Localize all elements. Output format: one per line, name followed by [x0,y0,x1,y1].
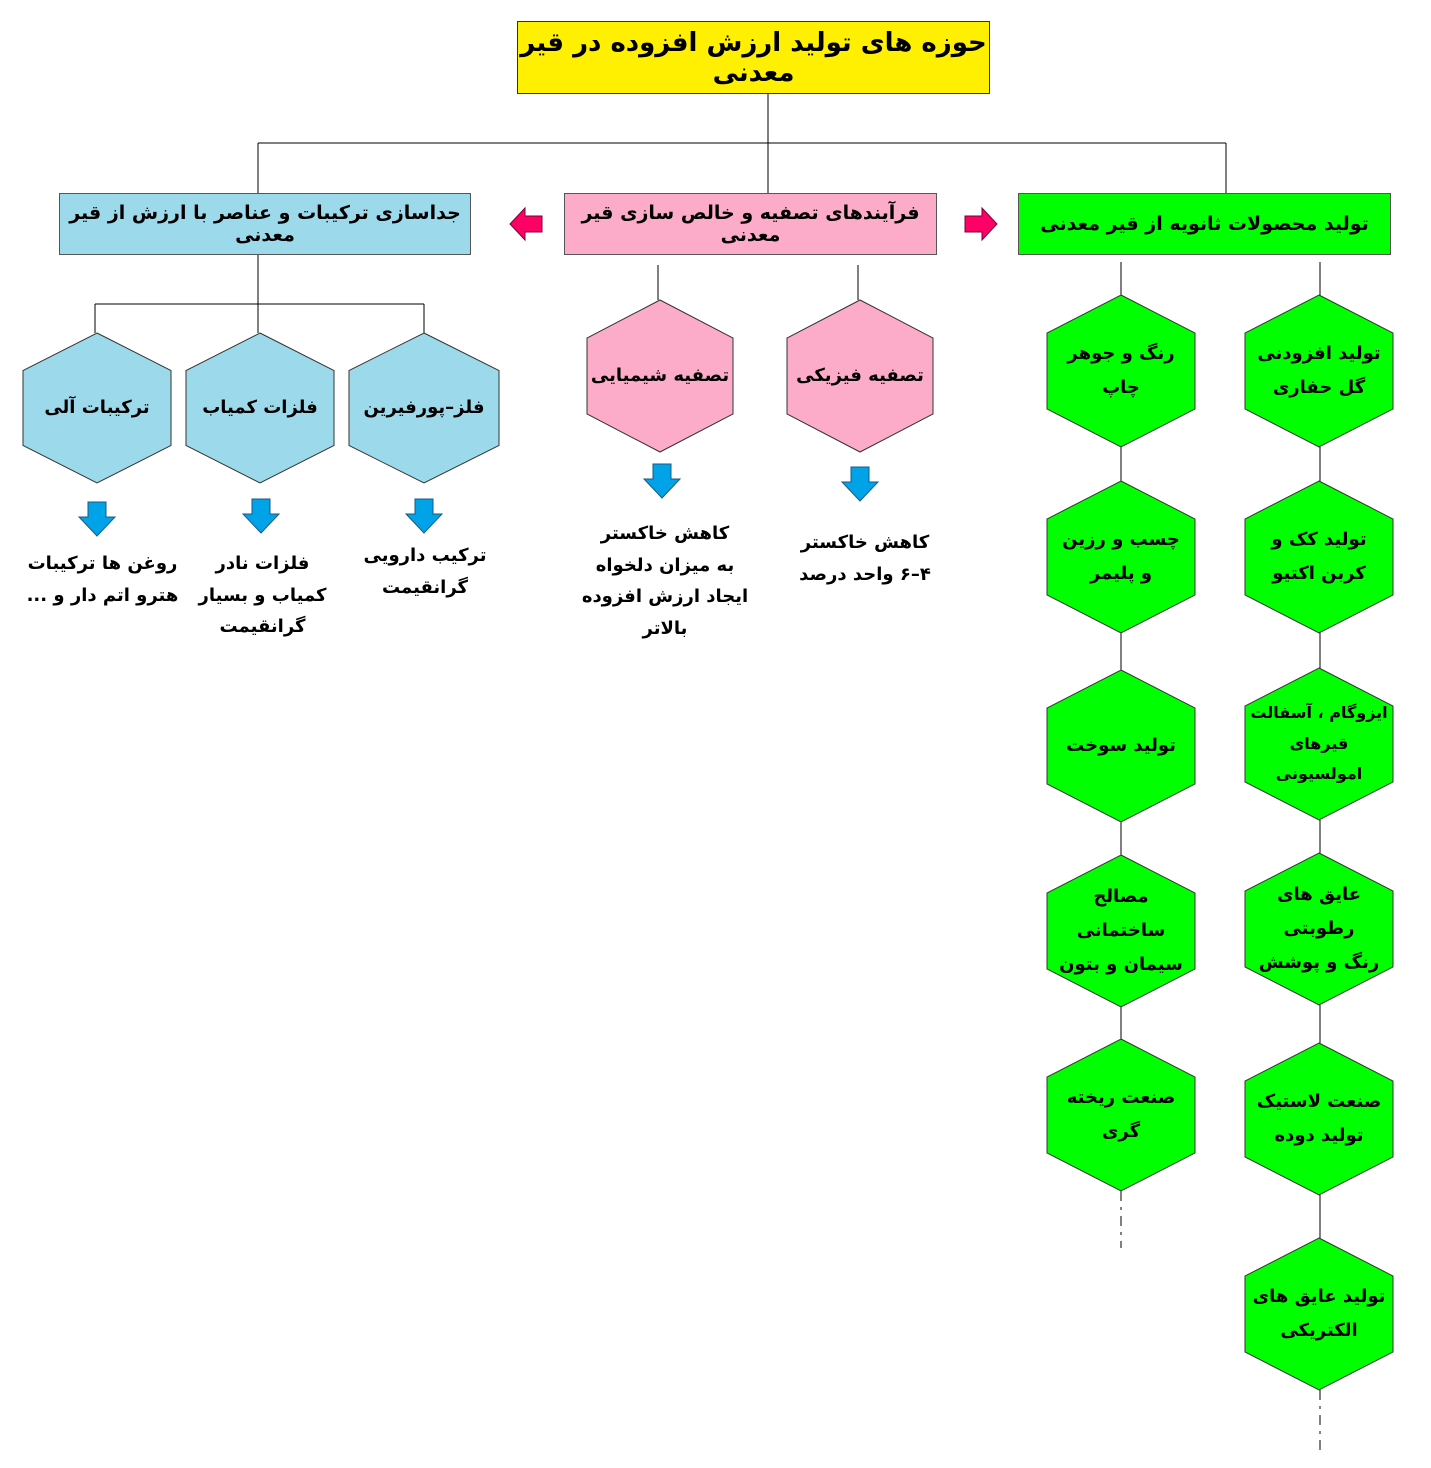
category-purification: فرآیندهای تصفیه و خالص سازی قیر معدنی [564,193,937,255]
product-printing-ink: رنگ و جوهر چاپ [1067,342,1175,398]
product-coke-activated-carbon: تولید کک و کربن اکتیو [1271,528,1367,584]
down-arrow-icon [77,501,117,537]
hexagon-product-left-2 [1046,480,1196,634]
hexagon-product-right-6 [1244,1237,1394,1391]
result-chemical-purification: کاهش خاکستر به میزان دلخواه ایجاد ارزش ا… [581,523,749,639]
diagram-title: حوزه های تولید ارزش افزوده در قیر معدنی [517,21,990,94]
hexagon-metal-porphyrin [348,332,500,484]
right-arrow-icon [964,206,998,242]
hexagon-product-right-3 [1244,667,1394,821]
product-rubber-carbon-black: صنعت لاستیک تولید دوده [1256,1090,1382,1146]
down-arrow-icon [840,466,880,502]
result-physical-purification: کاهش خاکستر ۴–۶ واحد درصد [799,532,931,585]
hexagon-rare-metals [185,332,335,484]
left-arrow-icon [509,206,543,242]
hexagon-product-left-1 [1046,294,1196,448]
hexagon-product-right-2 [1244,480,1394,634]
hex-label-metal-porphyrin: فلز–پورفیرین [363,396,485,418]
hex-label-organic-compounds: ترکیبات آلی [44,396,150,418]
hexagon-product-left-4 [1046,854,1196,1008]
down-arrow-icon [404,498,444,534]
product-electrical-insulators: تولید عایق های الکتریکی [1252,1285,1386,1341]
hex-label-chemical-purification: تصفیه شیمیایی [590,364,730,386]
result-metal-porphyrin: ترکیب دارویی گرانقیمت [363,545,487,598]
hexagon-organic-compounds [22,332,172,484]
down-arrow-icon [642,463,682,499]
hexagon-product-right-1 [1244,294,1394,448]
hex-label-physical-purification: تصفیه فیزیکی [796,364,924,386]
down-arrow-icon [241,498,281,534]
category-secondary-products: تولید محصولات ثانویه از قیر معدنی [1018,193,1391,255]
hex-label-rare-metals: فلزات کمیاب [202,396,318,418]
result-organic-compounds: روغن ها ترکیبات هترو اتم دار و ... [26,553,179,606]
product-isogam-asphalt: ایزوگام ، آسفالت قیرهای امولسیونی [1250,703,1388,784]
product-fuel: تولید سوخت [1066,734,1176,756]
product-adhesive-resin-polymer: چسب و رزین و پلیمر [1062,528,1180,584]
hexagon-product-left-5 [1046,1038,1196,1192]
hexagon-product-left-3 [1046,669,1196,823]
hexagon-product-right-5 [1244,1042,1394,1196]
product-drilling-mud-additive: تولید افزودنی گل حفاری [1257,342,1381,398]
product-building-materials: مصالح ساختمانی سیمان و بتون [1059,885,1183,976]
result-rare-metals: فلزات نادر کمیاب و بسیار گرانقیمت [198,553,327,637]
product-moisture-insulation: عایق های رطوبتی رنگ و پوشش [1258,883,1380,974]
hexagon-chemical-purification [586,299,734,453]
category-separation: جداسازی ترکیبات و عناصر با ارزش از قیر م… [59,193,471,255]
product-casting-industry: صنعت ریخته گری [1066,1086,1176,1142]
hexagon-product-right-4 [1244,852,1394,1006]
hexagon-physical-purification [786,299,934,453]
